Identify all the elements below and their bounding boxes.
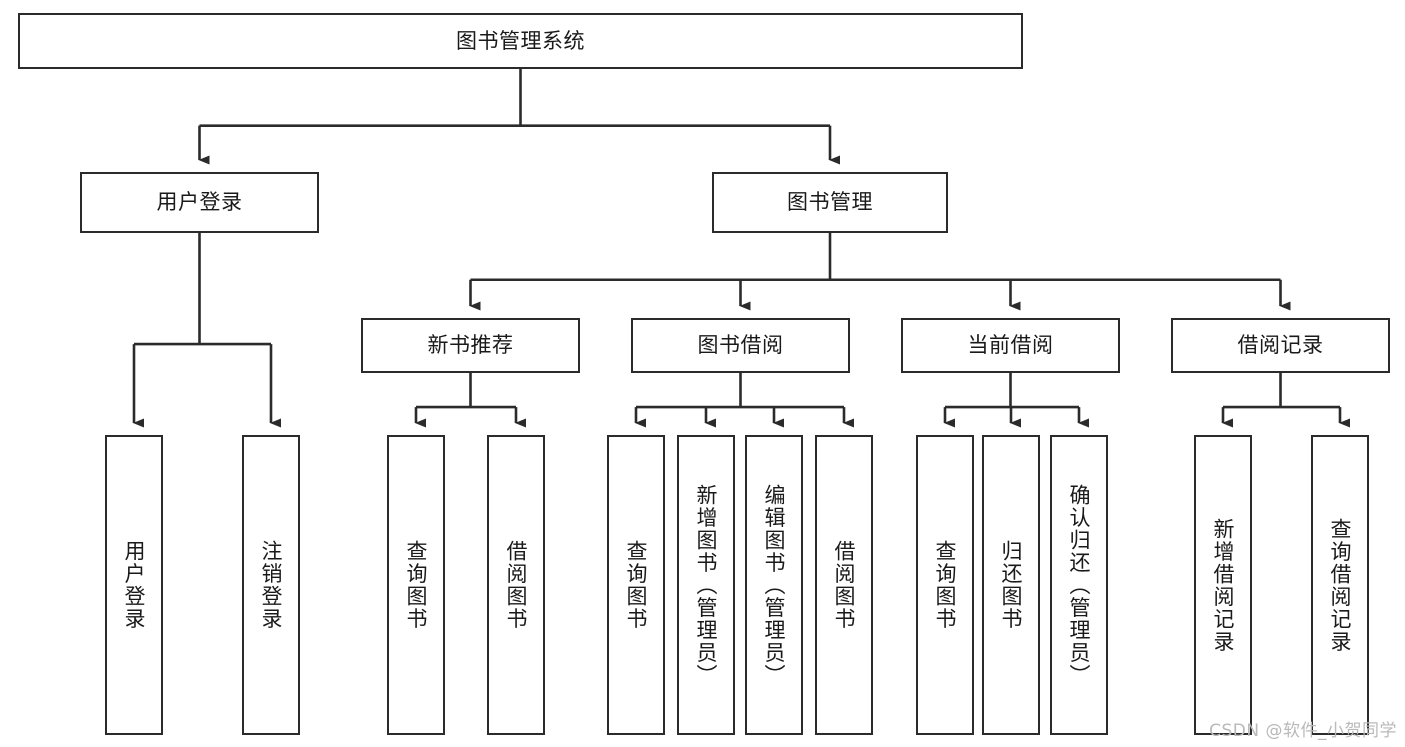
node-label: 查询图书 [624, 540, 649, 630]
node-label: 图书管理系统 [456, 28, 585, 53]
node-label: 借阅记录 [1237, 333, 1324, 358]
node-label: 新书推荐 [427, 333, 514, 358]
leaf-logout[interactable]: 注销登录 [242, 435, 300, 735]
leaf-user-login[interactable]: 用户登录 [105, 435, 163, 735]
leaf-confirm-return-admin[interactable]: 确认归还（管理员） [1050, 435, 1108, 735]
leaf-query-book-borrow[interactable]: 查询图书 [607, 435, 665, 735]
node-user-login[interactable]: 用户登录 [80, 172, 319, 233]
leaf-add-book-admin[interactable]: 新增图书（管理员） [677, 435, 735, 735]
csdn-watermark: CSDN @软件_小贺同学 [1209, 721, 1397, 741]
leaf-edit-book-admin[interactable]: 编辑图书（管理员） [745, 435, 803, 735]
node-label: 编辑图书（管理员） [762, 483, 787, 687]
leaf-borrow-book[interactable]: 借阅图书 [815, 435, 873, 735]
node-label: 图书管理 [787, 190, 873, 215]
leaf-borrow-book-new[interactable]: 借阅图书 [487, 435, 545, 735]
node-label: 图书借阅 [697, 333, 784, 358]
node-book-management[interactable]: 图书管理 [712, 172, 948, 233]
node-borrow-record[interactable]: 借阅记录 [1171, 318, 1390, 373]
node-label: 注销登录 [259, 540, 284, 630]
node-label: 新增图书（管理员） [694, 483, 719, 687]
node-label: 当前借阅 [967, 333, 1054, 358]
node-label: 借阅图书 [832, 540, 857, 630]
node-label: 查询图书 [933, 540, 958, 630]
node-root-system[interactable]: 图书管理系统 [18, 13, 1023, 69]
node-label: 确认归还（管理员） [1067, 483, 1092, 687]
leaf-add-borrow-record[interactable]: 新增借阅记录 [1194, 435, 1252, 735]
node-new-book-recommend[interactable]: 新书推荐 [361, 318, 580, 373]
leaf-return-book[interactable]: 归还图书 [982, 435, 1040, 735]
node-label: 用户登录 [156, 190, 243, 215]
leaf-query-borrow-record[interactable]: 查询借阅记录 [1311, 435, 1369, 735]
leaf-query-book-new[interactable]: 查询图书 [387, 435, 445, 735]
node-label: 借阅图书 [504, 540, 529, 630]
node-label: 用户登录 [122, 540, 147, 630]
node-label: 查询借阅记录 [1328, 517, 1353, 653]
leaf-query-book-current[interactable]: 查询图书 [916, 435, 974, 735]
node-label: 归还图书 [999, 540, 1024, 630]
node-label: 查询图书 [404, 540, 429, 630]
node-book-borrow[interactable]: 图书借阅 [631, 318, 850, 373]
node-label: 新增借阅记录 [1211, 517, 1236, 653]
node-current-borrow[interactable]: 当前借阅 [901, 318, 1120, 373]
